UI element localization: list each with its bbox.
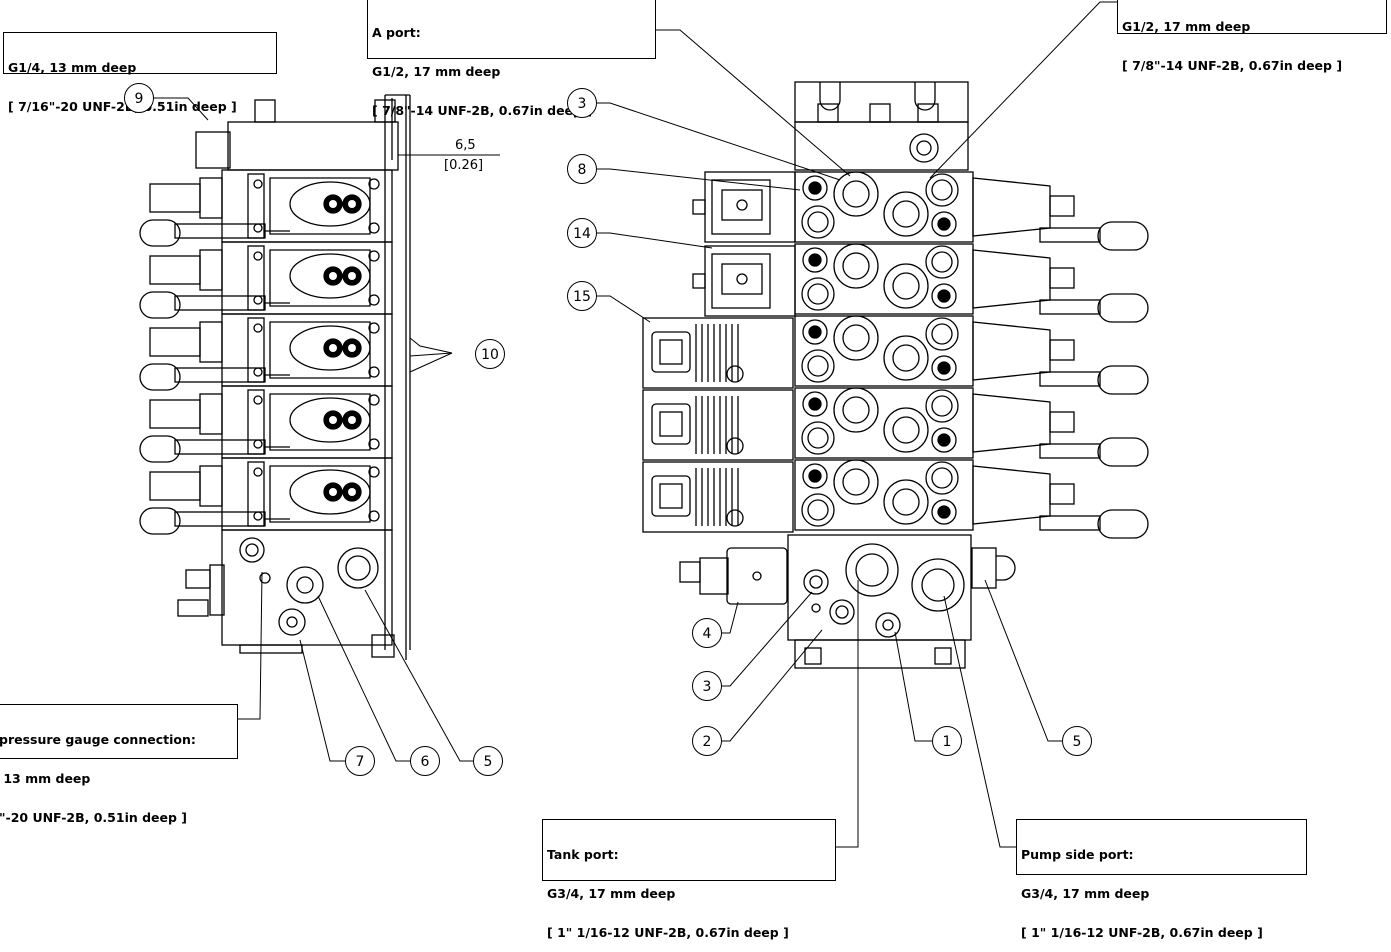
right-valve-section	[794, 315, 1149, 395]
callout-5-left: 5	[473, 746, 503, 776]
label-gauge-line3: "-20 UNF-2B, 0.51in deep ]	[0, 810, 188, 825]
leader-lines	[142, 1, 1117, 848]
label-pump-side-port: Pump side port: G3/4, 17 mm deep [ 1" 1/…	[1016, 819, 1307, 939]
callout-5-right: 5	[1062, 726, 1092, 756]
right-valve-section	[794, 387, 1149, 467]
left-valve-section	[139, 457, 393, 535]
label-tank-line2: G3/4, 17 mm deep	[547, 886, 676, 901]
label-top-left-line1: G1/4, 13 mm deep	[8, 60, 137, 75]
callout-3-top: 3	[567, 88, 597, 118]
callout-9: 9	[124, 83, 154, 113]
solenoid-connector	[692, 189, 763, 221]
callout-2: 2	[692, 726, 722, 756]
callout-1: 1	[932, 726, 962, 756]
electronic-module	[651, 324, 744, 383]
dimension-imperial: [0.26]	[444, 158, 484, 173]
left-valve-section	[139, 313, 393, 391]
label-a-port: A port: G1/2, 17 mm deep [ 7/8"-14 UNF-2…	[367, 0, 656, 117]
right-valve-section	[794, 243, 1149, 323]
label-top-right-port: G1/2, 17 mm deep [ 7/8"-14 UNF-2B, 0.67i…	[1117, 0, 1387, 72]
right-front-view	[642, 81, 1149, 669]
callout-10: 10	[475, 339, 505, 369]
callout-8: 8	[567, 154, 597, 184]
callout-4: 4	[692, 618, 722, 648]
label-a-port-line2: G1/2, 17 mm deep	[372, 64, 501, 79]
label-top-right-line1: G1/2, 17 mm deep	[1122, 19, 1251, 34]
label-gauge-line2: 13 mm deep	[0, 771, 91, 786]
label-a-port-line3: [ 7/8"-14 UNF-2B, 0.67in deep ]	[372, 103, 593, 118]
electronic-module	[651, 396, 744, 455]
label-top-right-line2: [ 7/8"-14 UNF-2B, 0.67in deep ]	[1122, 58, 1343, 73]
label-a-port-line1: A port:	[372, 25, 421, 40]
left-valve-section	[139, 385, 393, 463]
left-valve-section	[139, 241, 393, 319]
dimension-value: 6,5	[455, 138, 476, 153]
callout-3-bottom: 3	[692, 671, 722, 701]
callout-15: 15	[567, 281, 597, 311]
label-tank-line1: Tank port:	[547, 847, 619, 862]
right-valve-section	[794, 171, 1149, 251]
label-tank-line3: [ 1" 1/16-12 UNF-2B, 0.67in deep ]	[547, 925, 789, 940]
electronic-module	[651, 468, 744, 527]
label-top-left-port: G1/4, 13 mm deep [ 7/16"-20 UNF-2B, 0.51…	[3, 32, 277, 113]
technical-drawing	[139, 1, 1149, 848]
label-gauge-line1: pressure gauge connection:	[0, 732, 196, 747]
label-tank-port: Tank port: G3/4, 17 mm deep [ 1" 1/16-12…	[542, 819, 836, 939]
solenoid-connector	[692, 263, 763, 295]
left-side-view	[139, 94, 411, 660]
label-pump-line2: G3/4, 17 mm deep	[1021, 886, 1150, 901]
left-valve-section	[139, 169, 393, 247]
label-pump-line1: Pump side port:	[1021, 847, 1134, 862]
label-pump-line3: [ 1" 1/16-12 UNF-2B, 0.67in deep ]	[1021, 925, 1263, 940]
right-valve-section	[794, 459, 1149, 539]
callout-7: 7	[345, 746, 375, 776]
callout-6: 6	[410, 746, 440, 776]
label-gauge-connection: pressure gauge connection: 13 mm deep "-…	[0, 704, 238, 824]
callout-14: 14	[567, 218, 597, 248]
